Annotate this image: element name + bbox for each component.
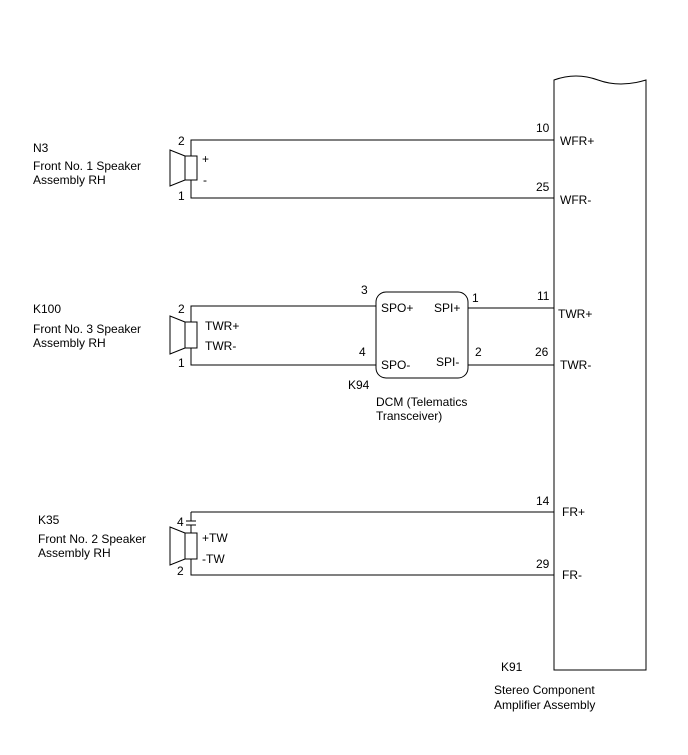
- pin-number: 1: [472, 291, 479, 305]
- speaker-n3: N3 Front No. 1 Speaker Assembly RH 2 1 +…: [33, 134, 554, 203]
- amp-terminal-label: TWR+: [558, 307, 592, 321]
- amplifier-code: K91: [501, 660, 523, 674]
- amplifier-name-line1: Stereo Component: [494, 683, 595, 697]
- speaker-icon: [169, 526, 198, 566]
- speaker-name-line1: Front No. 1 Speaker: [33, 159, 141, 173]
- amplifier-body: [553, 75, 647, 671]
- amp-pin-number: 11: [537, 289, 550, 303]
- wire-k100-top: [190, 305, 376, 322]
- pin-number: 4: [359, 345, 366, 359]
- capacitor-icon: [186, 512, 196, 533]
- amp-terminal-label: TWR-: [560, 358, 591, 372]
- dcm-module: 3 4 1 2 SPO+ SPO- SPI+ SPI- K94 DCM (Tel…: [348, 283, 554, 423]
- pin-number: 2: [178, 302, 185, 316]
- speaker-k35: K35 Front No. 2 Speaker Assembly RH 4 2 …: [38, 511, 554, 578]
- amplifier-terminals: 10 WFR+ 25 WFR- 11 TWR+ 26 TWR- 14 FR+ 2…: [535, 121, 594, 582]
- terminal-label: +: [202, 152, 209, 166]
- terminal-label: TWR-: [205, 339, 236, 353]
- amp-terminal-label: FR+: [562, 505, 585, 519]
- speaker-code: K35: [38, 513, 60, 527]
- amp-terminal-label: WFR+: [560, 134, 594, 148]
- terminal-label: SPO+: [381, 301, 413, 315]
- terminal-label: -TW: [202, 552, 225, 566]
- amplifier-name-line2: Amplifier Assembly: [494, 698, 595, 712]
- pin-number: 1: [178, 189, 185, 203]
- speaker-icon: [169, 149, 198, 187]
- pin-number: 2: [177, 564, 184, 578]
- pin-number: 2: [178, 134, 185, 148]
- wire-k100-bottom: [190, 348, 376, 366]
- terminal-label: SPI+: [434, 301, 460, 315]
- speaker-name-line1: Front No. 3 Speaker: [33, 322, 141, 336]
- amp-pin-number: 10: [536, 121, 550, 135]
- speaker-name-line2: Assembly RH: [33, 336, 106, 350]
- speaker-icon: [169, 315, 198, 355]
- terminal-label: +TW: [202, 531, 228, 545]
- speaker-name-line1: Front No. 2 Speaker: [38, 532, 146, 546]
- wire-n3-top: [190, 139, 554, 156]
- speaker-k100: K100 Front No. 3 Speaker Assembly RH 2 1…: [33, 302, 376, 370]
- amp-pin-number: 25: [536, 180, 550, 194]
- dcm-code: K94: [348, 378, 370, 392]
- amp-pin-number: 14: [536, 494, 550, 508]
- pin-number: 1: [178, 356, 185, 370]
- terminal-label: SPO-: [381, 358, 410, 372]
- speaker-code: K100: [33, 302, 61, 316]
- amp-pin-number: 29: [536, 557, 550, 571]
- speaker-name-line2: Assembly RH: [33, 173, 106, 187]
- pin-number: 4: [177, 515, 184, 529]
- amp-terminal-label: WFR-: [560, 193, 591, 207]
- dcm-name-line1: DCM (Telematics: [376, 395, 467, 409]
- wire-n3-bottom: [190, 180, 554, 199]
- terminal-label: TWR+: [205, 319, 239, 333]
- terminal-label: -: [203, 173, 207, 187]
- terminal-label: SPI-: [436, 355, 459, 369]
- dcm-name-line2: Transceiver): [376, 409, 442, 423]
- amp-terminal-label: FR-: [562, 568, 582, 582]
- speaker-name-line2: Assembly RH: [38, 546, 111, 560]
- pin-number: 3: [361, 283, 368, 297]
- pin-number: 2: [475, 345, 482, 359]
- amp-pin-number: 26: [535, 345, 549, 359]
- speaker-code: N3: [33, 141, 49, 155]
- wire-k35-bottom: [190, 559, 554, 576]
